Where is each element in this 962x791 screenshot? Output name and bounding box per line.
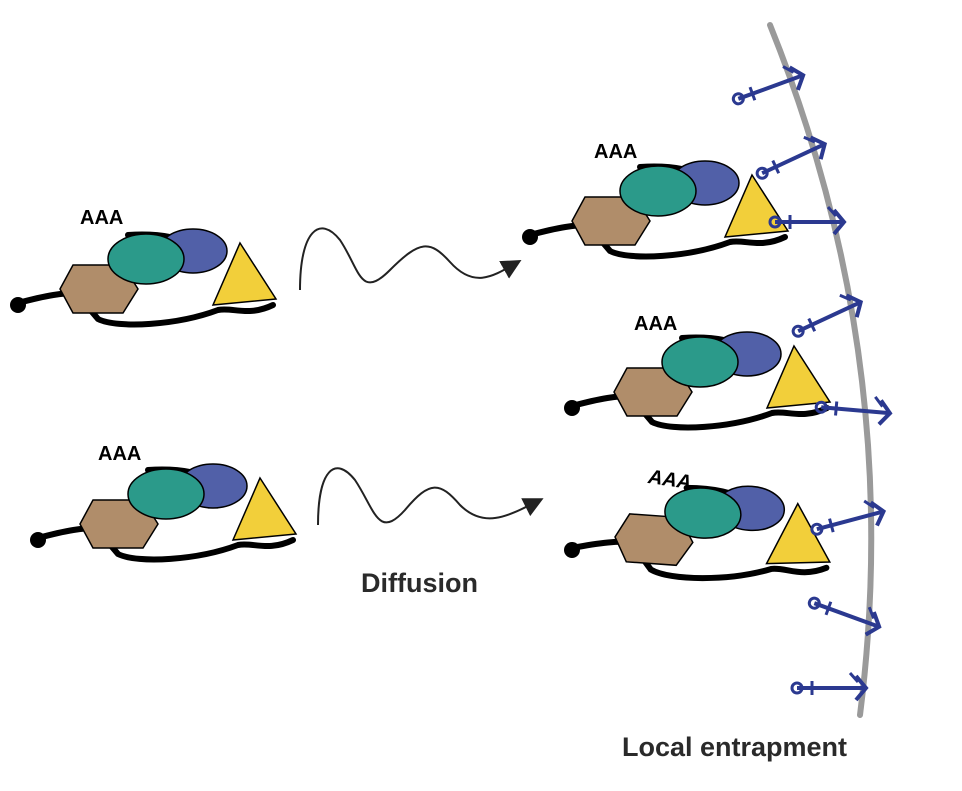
teal-protein bbox=[107, 233, 185, 285]
anchor-stem bbox=[813, 601, 878, 628]
poly-a-label: AAA bbox=[98, 443, 142, 465]
local-entrapment-label: Local entrapment bbox=[622, 732, 848, 762]
poly-a-label: AAA bbox=[634, 313, 678, 335]
anchor-barb bbox=[863, 499, 876, 509]
membrane-anchor-icon bbox=[814, 395, 893, 426]
anchor-stem bbox=[797, 301, 860, 334]
anchor-ring bbox=[807, 596, 821, 610]
mrna-strand bbox=[35, 524, 296, 563]
mrna-strand bbox=[15, 289, 276, 328]
mrnp-complex-icon bbox=[10, 228, 278, 328]
mrnp-complex-icon bbox=[564, 484, 832, 582]
anchor-arrowhead bbox=[788, 65, 806, 91]
anchor-ring bbox=[755, 166, 769, 180]
poly-a-label: AAA bbox=[594, 141, 638, 163]
wavy-arrow-icon bbox=[317, 467, 544, 526]
membrane-anchor-icon bbox=[810, 499, 887, 536]
anchor-barb bbox=[782, 65, 795, 74]
anchor-bar bbox=[748, 86, 757, 101]
anchor-bar bbox=[771, 159, 781, 174]
anchor-bar bbox=[834, 401, 839, 416]
anchor-barb bbox=[826, 206, 838, 217]
cap-dot bbox=[564, 400, 580, 416]
mrnp-complex-icon bbox=[522, 160, 790, 260]
anchor-barb bbox=[874, 395, 884, 408]
diffusion-label: Diffusion bbox=[361, 568, 478, 598]
teal-protein bbox=[127, 468, 205, 520]
mrnp-complex-icon bbox=[30, 463, 298, 563]
mrna-strand bbox=[569, 538, 830, 582]
mrna-strand bbox=[569, 392, 830, 431]
anchor-arrowhead bbox=[869, 500, 887, 527]
teal-protein bbox=[664, 487, 742, 539]
cap-dot bbox=[30, 532, 46, 548]
cap-dot bbox=[10, 297, 26, 313]
anchor-ring bbox=[768, 215, 782, 229]
yellow-triangle-protein bbox=[211, 241, 278, 306]
anchor-arrowhead bbox=[854, 674, 869, 702]
anchor-barb bbox=[839, 293, 852, 302]
poly-a-label: AAA bbox=[80, 207, 124, 229]
anchor-stem bbox=[816, 509, 883, 532]
membrane-anchor-icon bbox=[755, 135, 828, 180]
anchor-stem bbox=[737, 74, 802, 101]
anchor-ring bbox=[790, 681, 804, 695]
anchor-barb bbox=[848, 672, 860, 683]
anchor-stem bbox=[761, 143, 824, 176]
anchor-arrowhead bbox=[864, 611, 882, 637]
anchor-arrowhead bbox=[845, 293, 864, 318]
anchor-barb bbox=[867, 606, 876, 619]
membrane-anchor-icon bbox=[791, 293, 864, 338]
mrnp-complex-icon bbox=[564, 331, 832, 431]
anchor-ring bbox=[731, 92, 745, 106]
anchor-stem bbox=[821, 405, 889, 416]
teal-protein bbox=[661, 336, 739, 388]
anchor-arrowhead bbox=[877, 399, 893, 426]
membrane-line bbox=[767, 22, 875, 718]
yellow-triangle-protein bbox=[231, 476, 298, 541]
anchor-ring bbox=[810, 522, 824, 536]
mrna-strand bbox=[527, 221, 788, 260]
cap-dot bbox=[522, 229, 538, 245]
anchor-barb bbox=[803, 135, 816, 144]
anchor-arrowhead bbox=[809, 135, 828, 160]
anchor-ring bbox=[814, 400, 828, 414]
wavy-arrow-icon bbox=[299, 227, 522, 291]
yellow-triangle-protein bbox=[723, 173, 790, 238]
teal-protein bbox=[619, 165, 697, 217]
membrane-anchor-icon bbox=[807, 596, 882, 637]
cap-dot bbox=[564, 542, 580, 558]
anchor-ring bbox=[791, 324, 805, 338]
membrane-anchor-icon bbox=[790, 672, 869, 702]
anchor-bar bbox=[824, 601, 833, 616]
anchor-bar bbox=[807, 317, 817, 332]
membrane-anchor-icon bbox=[768, 206, 847, 236]
anchor-bar bbox=[828, 518, 835, 533]
yellow-triangle-protein bbox=[765, 344, 832, 409]
anchor-arrowhead bbox=[832, 208, 847, 236]
membrane-anchor-icon bbox=[731, 65, 806, 106]
